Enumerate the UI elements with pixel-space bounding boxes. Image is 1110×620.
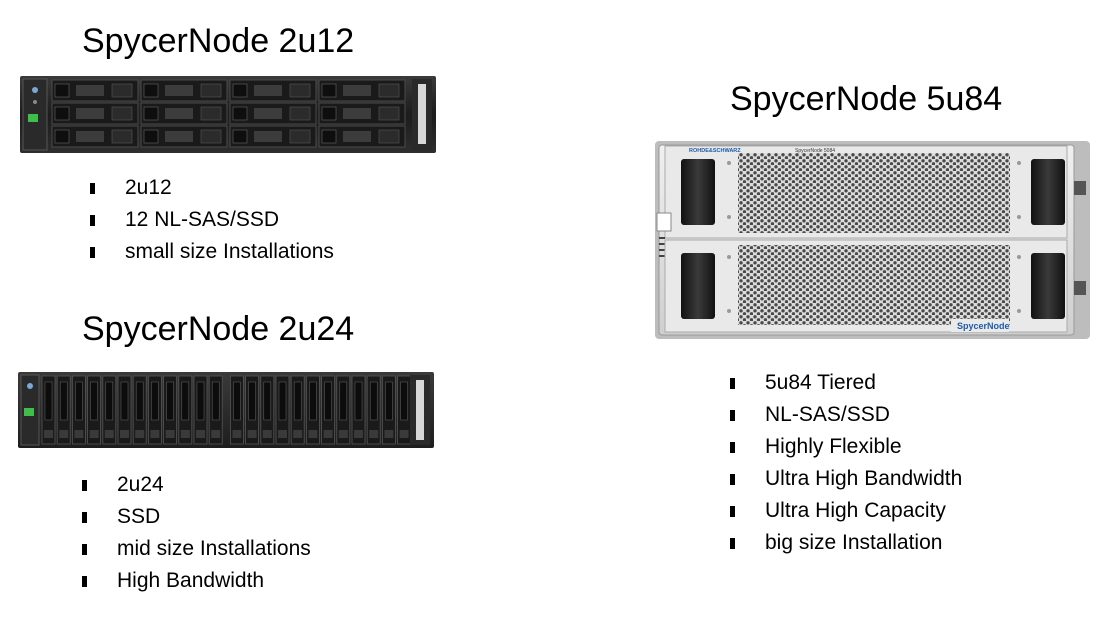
drive-bay (229, 125, 317, 148)
list-item: big size Installation (730, 527, 962, 559)
drive-bay (229, 102, 317, 125)
feature-text: Ultra High Bandwidth (765, 467, 963, 490)
feature-text: 5u84 Tiered (765, 371, 876, 394)
drive-bay (318, 79, 406, 102)
bullet-icon (82, 511, 87, 523)
drive-bay (51, 125, 139, 148)
list-item: 2u12 (90, 172, 334, 204)
feature-list-2u24: 2u24 SSD mid size Installations High Ban… (82, 469, 311, 597)
drive-bay (208, 375, 223, 445)
drive-bay (336, 375, 351, 445)
list-item: SSD (82, 501, 311, 533)
feature-text: mid size Installations (117, 537, 311, 560)
feature-text: big size Installation (765, 531, 943, 554)
drive-bay (72, 375, 86, 445)
feature-text: 12 NL-SAS/SSD (125, 208, 280, 231)
feature-list-5u84: 5u84 Tiered NL-SAS/SSD Highly Flexible U… (730, 367, 962, 559)
bullet-icon (90, 182, 95, 194)
model-label: SpycerNode 5084 (795, 148, 835, 154)
brand-label: ROHDE&SCHWARZ (689, 148, 741, 154)
drive-bay (318, 125, 406, 148)
drive-bay (275, 375, 290, 445)
drive-bay (87, 375, 101, 445)
logo-label: SpycerNode (957, 321, 1010, 331)
drive-bay (178, 375, 193, 445)
product-title-5u84: SpycerNode 5u84 (730, 80, 1003, 118)
list-item: 2u24 (82, 469, 311, 501)
device-image-2u24 (18, 372, 434, 448)
drive-bay (132, 375, 147, 445)
feature-text: small size Installations (125, 240, 334, 263)
drive-bay (381, 375, 396, 445)
drive-bay (290, 375, 305, 445)
drive-bay (229, 375, 244, 445)
drive-bay (41, 375, 56, 445)
list-item: mid size Installations (82, 533, 311, 565)
drive-bay (163, 375, 178, 445)
device-image-2u12 (20, 76, 436, 153)
drive-bay (318, 102, 406, 125)
bullet-icon (82, 479, 87, 491)
list-item: NL-SAS/SSD (730, 399, 962, 431)
drive-bay (397, 375, 412, 445)
drive-bay (140, 125, 228, 148)
list-item: 5u84 Tiered (730, 367, 962, 399)
drive-bay (305, 375, 320, 445)
bullet-icon (82, 543, 87, 555)
drive-bay (351, 375, 366, 445)
drive-bay (140, 79, 228, 102)
bullet-icon (730, 537, 735, 549)
drive-bay (245, 375, 260, 445)
feature-text: NL-SAS/SSD (765, 403, 890, 426)
drive-bay (140, 102, 228, 125)
feature-text: 2u12 (125, 176, 172, 199)
drive-bay (260, 375, 275, 445)
bullet-icon (730, 473, 735, 485)
bullet-icon (730, 409, 735, 421)
bullet-icon (90, 214, 95, 226)
drive-bay (117, 375, 132, 445)
device-image-5u84: ROHDE&SCHWARZ SpycerNode 5084 SpycerNode (655, 141, 1090, 339)
bullet-icon (730, 441, 735, 453)
drive-bay (56, 375, 71, 445)
list-item: Ultra High Capacity (730, 495, 962, 527)
product-title-2u12: SpycerNode 2u12 (82, 22, 355, 60)
feature-text: Ultra High Capacity (765, 499, 946, 522)
feature-text: High Bandwidth (117, 569, 265, 592)
bullet-icon (730, 377, 735, 389)
list-item: small size Installations (90, 236, 334, 268)
list-item: Ultra High Bandwidth (730, 463, 962, 495)
drive-bay (147, 375, 162, 445)
drive-bay (102, 375, 117, 445)
feature-text: 2u24 (117, 473, 164, 496)
drive-bay (193, 375, 208, 445)
product-title-2u24: SpycerNode 2u24 (82, 310, 355, 348)
list-item: High Bandwidth (82, 565, 311, 597)
drive-bay (51, 79, 139, 102)
bullet-icon (730, 505, 735, 517)
feature-text: SSD (117, 505, 161, 528)
list-item: Highly Flexible (730, 431, 962, 463)
drive-bay (229, 79, 317, 102)
bullet-icon (82, 575, 87, 587)
feature-text: Highly Flexible (765, 435, 902, 458)
bullet-icon (90, 246, 95, 258)
drive-bay (366, 375, 381, 445)
drive-bay (51, 102, 139, 125)
list-item: 12 NL-SAS/SSD (90, 204, 334, 236)
drive-bay (321, 375, 336, 445)
feature-list-2u12: 2u12 12 NL-SAS/SSD small size Installati… (90, 172, 334, 268)
